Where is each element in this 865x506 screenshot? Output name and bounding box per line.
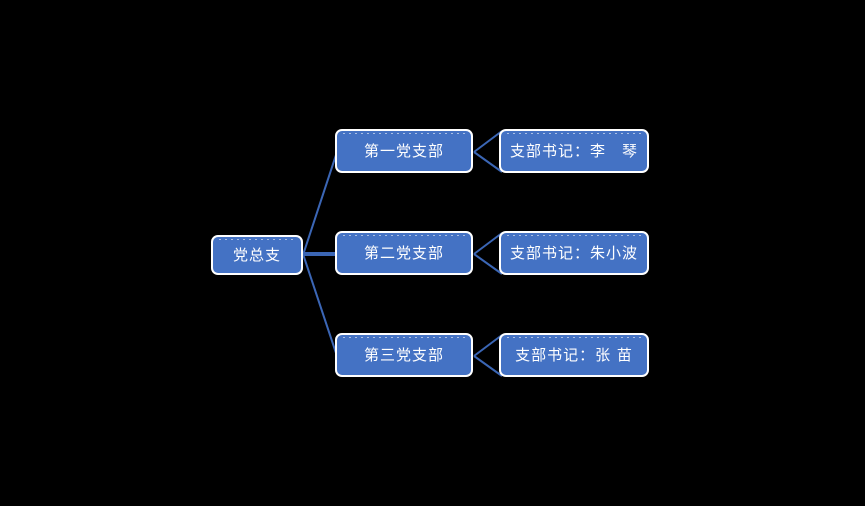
node-branch-1[interactable]: 第一党支部 <box>335 129 473 173</box>
node-branch-1-label: 第一党支部 <box>363 141 444 160</box>
node-leaf-secretary-2-label: 支部书记：朱小波 <box>509 243 638 262</box>
node-branch-2-label: 第二党支部 <box>363 243 444 262</box>
connector-branch-3-to-leaf-3-lower <box>473 355 503 377</box>
node-root-label: 党总支 <box>232 245 281 264</box>
node-branch-2[interactable]: 第二党支部 <box>335 231 473 275</box>
node-leaf-secretary-2[interactable]: 支部书记：朱小波 <box>499 231 649 275</box>
node-leaf-secretary-1-label: 支部书记：李 琴 <box>509 141 638 160</box>
connector-branch-3-to-leaf-3-upper <box>473 334 503 357</box>
node-branch-3-label: 第三党支部 <box>363 345 444 364</box>
connector-branch-2-to-leaf-2-upper <box>473 232 503 255</box>
connector-branch-1-to-leaf-1-upper <box>473 130 503 153</box>
node-leaf-secretary-3-label: 支部书记：张 苗 <box>515 345 633 364</box>
connector-branch-1-to-leaf-1-lower <box>473 151 503 173</box>
node-branch-3[interactable]: 第三党支部 <box>335 333 473 377</box>
node-root[interactable]: 党总支 <box>211 235 303 275</box>
connector-branch-2-to-leaf-2-lower <box>473 253 503 275</box>
node-leaf-secretary-3[interactable]: 支部书记：张 苗 <box>499 333 649 377</box>
connector-root-to-branch-1 <box>302 151 338 256</box>
node-leaf-secretary-1[interactable]: 支部书记：李 琴 <box>499 129 649 173</box>
connector-root-to-branch-3 <box>302 253 338 357</box>
